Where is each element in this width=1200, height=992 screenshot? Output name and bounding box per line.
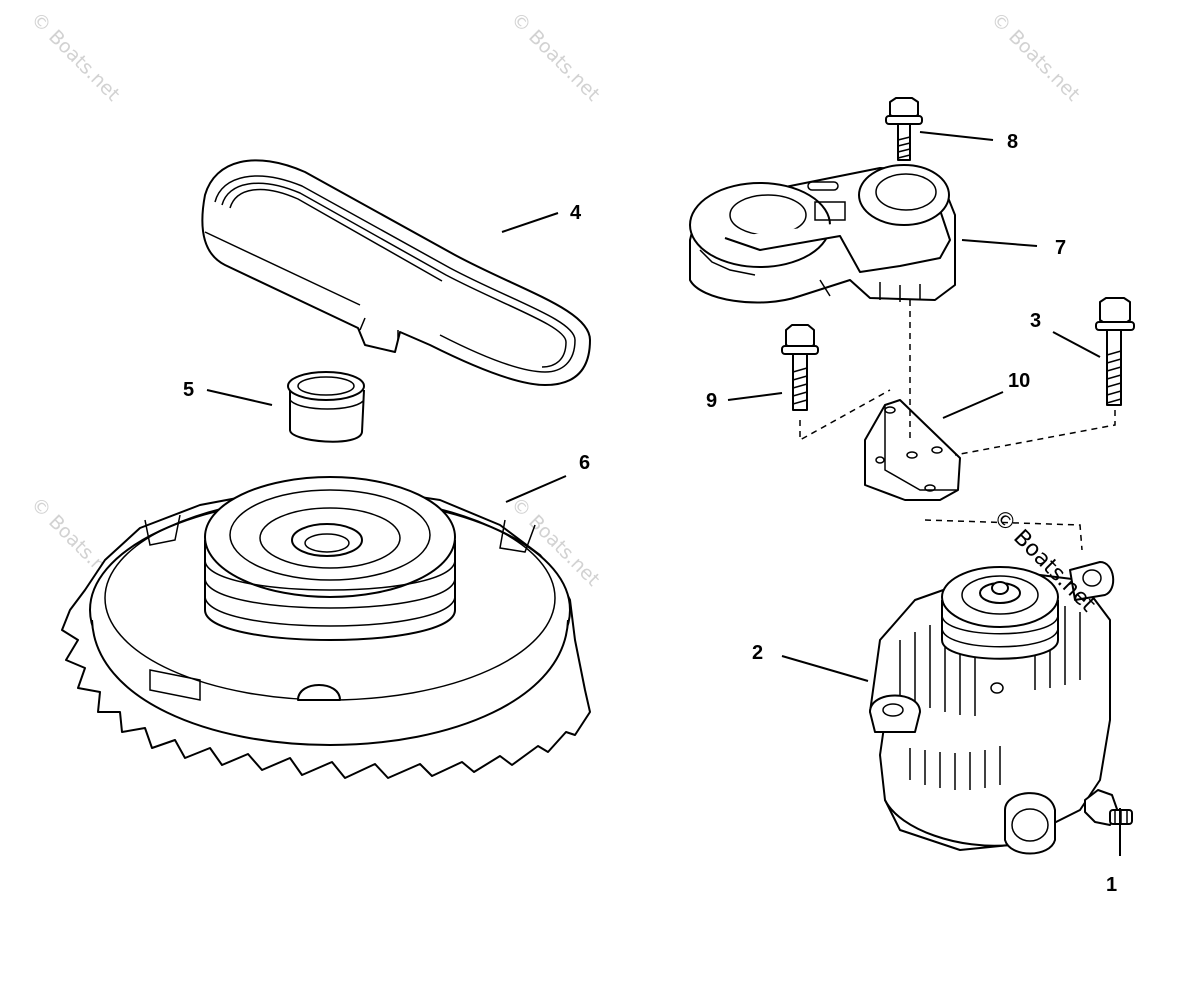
bolt[interactable] [781, 324, 819, 411]
spacer-bushing[interactable] [287, 371, 365, 443]
drive-belt[interactable] [201, 159, 591, 386]
alternator[interactable] [869, 561, 1115, 855]
leader-line-5 [206, 389, 273, 406]
bolt[interactable] [1095, 297, 1135, 406]
callout-10[interactable]: 10 [1008, 370, 1030, 392]
belt-tensioner[interactable] [689, 164, 956, 304]
leader-line-8 [919, 131, 994, 141]
alignment-lines [799, 300, 1116, 551]
watermark: © Boats.net [506, 8, 604, 106]
callout-7[interactable]: 7 [1055, 237, 1066, 259]
leader-line-9 [727, 392, 783, 401]
leader-line-6 [505, 475, 567, 503]
callout-9[interactable]: 9 [706, 390, 717, 412]
callout-8[interactable]: 8 [1007, 131, 1018, 153]
leader-line-2 [781, 655, 869, 682]
terminal-nut[interactable] [1084, 789, 1133, 826]
callout-5[interactable]: 5 [183, 379, 194, 401]
flywheel-pulley[interactable] [61, 476, 591, 779]
watermark: © Boats.net [986, 8, 1084, 106]
mounting-bracket[interactable] [864, 399, 961, 501]
leader-line-7 [961, 239, 1038, 247]
callout-4[interactable]: 4 [570, 202, 582, 224]
callout-3[interactable]: 3 [1030, 310, 1041, 332]
callout-6[interactable]: 6 [579, 452, 590, 474]
callout-1[interactable]: 1 [1106, 874, 1117, 896]
callout-2[interactable]: 2 [752, 642, 763, 664]
tensioner-bolt[interactable] [885, 97, 923, 161]
leader-line-4 [501, 212, 559, 233]
watermark: © Boats.net [26, 8, 124, 106]
leader-line-3 [1052, 331, 1101, 358]
leader-line-10 [942, 391, 1004, 419]
leader-lines [206, 131, 1121, 856]
callout-labels: 4 5 6 8 7 9 10 3 2 1 [183, 131, 1117, 896]
